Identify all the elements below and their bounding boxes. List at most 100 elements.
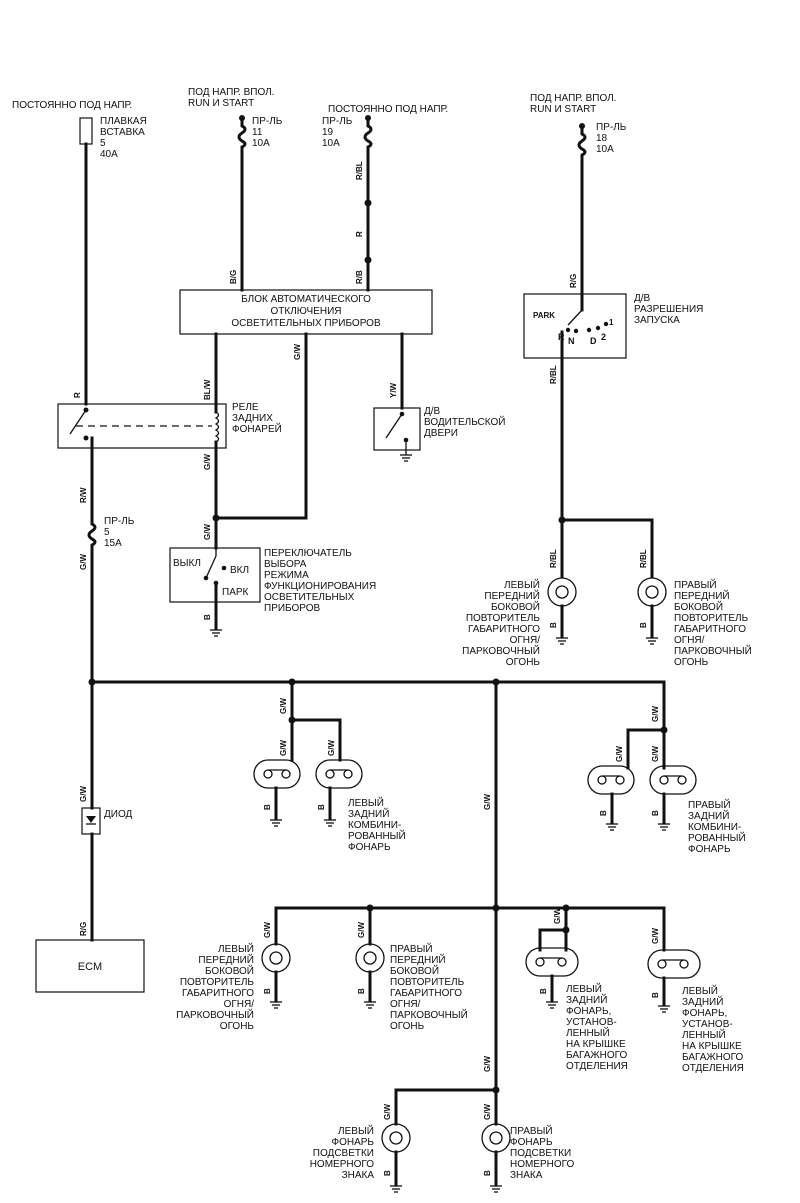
- ecm-block: [35, 939, 145, 993]
- wire-label-rg-top: R/G: [569, 274, 578, 288]
- text-line: RUN И START: [530, 104, 596, 115]
- wire-label-gw-16: G/W: [651, 928, 660, 944]
- text-line: БОКОВОЙ: [674, 600, 723, 613]
- text-line: ПОВТОРИТЕЛЬ: [674, 613, 749, 624]
- wire-label-rbl-r: R/BL: [639, 549, 648, 568]
- text-line: РОВАННЫЙ: [348, 829, 406, 842]
- wire-label-gw-6: G/W: [279, 740, 288, 756]
- lamp-right-rear-lid: [647, 949, 701, 979]
- text-line: ПР-ЛЬ: [322, 116, 353, 127]
- wire-label-b-lid-l: B: [539, 988, 548, 994]
- wire-label-b-rrc2: B: [651, 810, 660, 816]
- wire-label-yw: Y/W: [389, 382, 398, 398]
- lamp-right-plate: [481, 1123, 511, 1153]
- text-line: ПЕРЕДНИЙ: [198, 953, 254, 966]
- text-line: ЗАДНИЙ: [688, 809, 729, 822]
- source-1-title: ПОСТОЯННО ПОД НАПР.: [12, 100, 132, 111]
- text-line: ПРИБОРОВ: [264, 603, 321, 614]
- text-line: ВСТАВКА: [100, 127, 145, 138]
- text-line: ГАБАРИТНОГО: [674, 624, 746, 635]
- wire-label-rb: R/B: [355, 270, 364, 284]
- text-line: ФОНАРЬ: [348, 842, 391, 853]
- text-line: ДИОД: [104, 809, 133, 820]
- text-line: ЛЕВЫЙ: [348, 796, 384, 809]
- text-line: ПАРКОВОЧНЫЙ: [462, 644, 540, 657]
- text-line: РЕЖИМА: [264, 570, 309, 581]
- text-line: РАЗРЕШЕНИЯ: [634, 304, 703, 315]
- text-line: Д/В: [424, 406, 441, 417]
- text-line: RUN И START: [188, 98, 254, 109]
- text-line: КОМБИНИ-: [688, 822, 741, 833]
- text-line: ОСВЕТИТЕЛЬНЫХ: [264, 592, 355, 603]
- wire-label-b-mode: B: [203, 614, 212, 620]
- text-line: ПЛАВКАЯ: [100, 116, 147, 127]
- text-line: ОГНЯ/: [510, 635, 541, 646]
- wire-label-gw-3: G/W: [203, 524, 212, 540]
- text-line: 10А: [252, 138, 270, 149]
- text-line: ОТКЛЮЧЕНИЯ: [270, 306, 341, 317]
- text-line: 18: [596, 133, 608, 144]
- wire-label-b-lid-r: B: [651, 992, 660, 998]
- text-line: 5: [100, 138, 106, 149]
- lamp-right-rear-combo-1: [587, 765, 635, 795]
- wire-label-blw: BL/W: [203, 379, 212, 400]
- text-line: ОГОНЬ: [506, 657, 541, 668]
- lamp-lf-side-top: [547, 577, 577, 607]
- mode-park: ПАРК: [222, 587, 249, 598]
- gear-1: 1: [609, 318, 614, 327]
- source-4-title: ПОД НАПР. ВПОЛ.RUN И START: [530, 93, 616, 115]
- lamp-rf-side-bottom: [355, 943, 385, 973]
- text-line: ПР-ЛЬ: [252, 116, 283, 127]
- text-line: ЗАДНИХ: [232, 413, 273, 424]
- text-line: ЗАДНИЙ: [566, 993, 607, 1006]
- lamp-left-rear-combo-2: [315, 759, 363, 789]
- text-line: ОГОНЬ: [674, 657, 709, 668]
- text-line: Д/В: [634, 293, 651, 304]
- text-line: ФОНАРЕЙ: [232, 422, 282, 435]
- wire-label-r: R: [73, 392, 82, 398]
- text-line: 15А: [104, 538, 122, 549]
- driver-door-switch: [373, 407, 421, 451]
- wire-label-gw-10: G/W: [651, 746, 660, 762]
- wire-label-gw-15: G/W: [553, 908, 562, 924]
- text-line: ОГОНЬ: [220, 1021, 255, 1032]
- wire-label-rbl-top: R/BL: [355, 161, 364, 180]
- wire-label-gw-8: G/W: [651, 706, 660, 722]
- text-line: 5: [104, 527, 110, 538]
- text-line: НА КРЫШКЕ: [682, 1041, 742, 1052]
- text-line: ПЕРЕКЛЮЧАТЕЛЬ: [264, 548, 352, 559]
- text-line: ЛЕВЫЙ: [566, 982, 602, 995]
- wire-label-b-lrc1: B: [263, 804, 272, 810]
- text-line: ПОДСВЕТКИ: [313, 1148, 374, 1159]
- text-line: ПОВТОРИТЕЛЬ: [390, 977, 465, 988]
- text-line: РЕЛЕ: [232, 402, 259, 413]
- text-line: ПАРКОВОЧНЫЙ: [176, 1008, 254, 1021]
- wire-label-bg: B/G: [229, 270, 238, 284]
- gear-d: D: [590, 336, 597, 346]
- fuse-11: [237, 116, 247, 157]
- text-line: УСТАНОВ-: [682, 1019, 733, 1030]
- lamp-rf-side-top: [637, 577, 667, 607]
- mode-on: ВКЛ: [230, 565, 249, 576]
- wire-label-b-lfb: B: [263, 988, 272, 994]
- text-line: ОГНЯ/: [224, 999, 255, 1010]
- source-3-title: ПОСТОЯННО ПОД НАПР.: [328, 104, 448, 115]
- text-line: ЗНАКА: [342, 1170, 375, 1181]
- text-line: ФУНКЦИОНИРОВАНИЯ: [264, 581, 376, 592]
- text-line: БОКОВОЙ: [491, 600, 540, 613]
- text-line: РОВАННЫЙ: [688, 831, 746, 844]
- wire-label-gw-4: G/W: [79, 554, 88, 570]
- lamp-left-rear-lid: [525, 947, 579, 977]
- gear-2: 2: [601, 332, 606, 342]
- text-line: ПОДСВЕТКИ: [510, 1148, 571, 1159]
- lamp-lf-side-bottom: [261, 943, 291, 973]
- text-line: ЗНАКА: [510, 1170, 543, 1181]
- text-line: ГАБАРИТНОГО: [390, 988, 462, 999]
- text-line: ЛЕННЫЙ: [566, 1026, 610, 1039]
- text-line: БАГАЖНОГО: [682, 1052, 744, 1063]
